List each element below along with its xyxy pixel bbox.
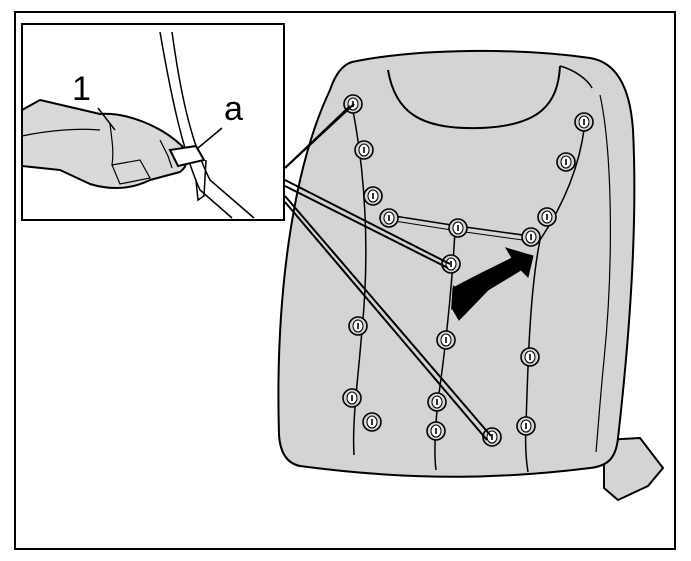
hog-ring-clip-icon — [348, 316, 368, 336]
hog-ring-clip-icon — [427, 392, 447, 412]
leader-lines — [284, 103, 492, 441]
hog-ring-clip-icon — [342, 388, 362, 408]
hog-ring-clip-icon — [441, 254, 461, 274]
direction-arrow-icon — [451, 247, 534, 321]
hog-ring-clip-icon — [537, 207, 557, 227]
hog-ring-clip-icon — [426, 421, 446, 441]
hog-ring-clip-icon — [521, 227, 541, 247]
hog-ring-clip-icon — [379, 208, 399, 228]
hog-ring-clip-icon — [354, 140, 374, 160]
hog-ring-clip-icon — [556, 152, 576, 172]
hog-ring-clip-icon — [574, 112, 594, 132]
hog-ring-clip-icon — [516, 416, 536, 436]
part-number-label: 1 — [72, 70, 91, 108]
detail-inset: 1 a — [21, 23, 285, 221]
hog-ring-clip-icon — [448, 218, 468, 238]
hog-ring-clip-icon — [362, 412, 382, 432]
hog-ring-clip-icon — [520, 347, 540, 367]
hog-ring-clip-icon — [436, 330, 456, 350]
hog-ring-clip-icon — [363, 186, 383, 206]
hog-ring-clip-icon — [168, 144, 206, 168]
detail-letter-label: a — [224, 90, 243, 128]
hog-ring-clips — [342, 94, 594, 447]
